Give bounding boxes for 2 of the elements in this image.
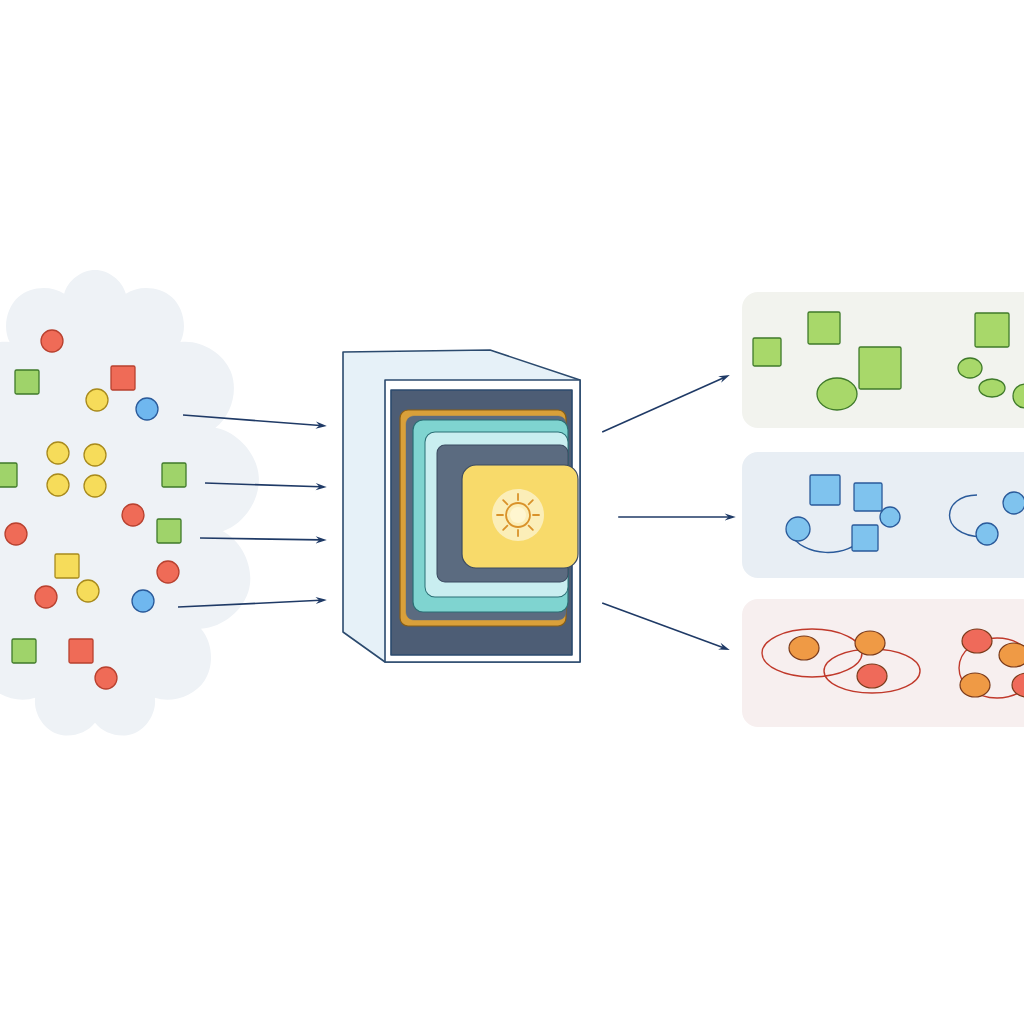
cloud-shape: [0, 270, 259, 736]
machine-drawing: [342, 349, 581, 663]
